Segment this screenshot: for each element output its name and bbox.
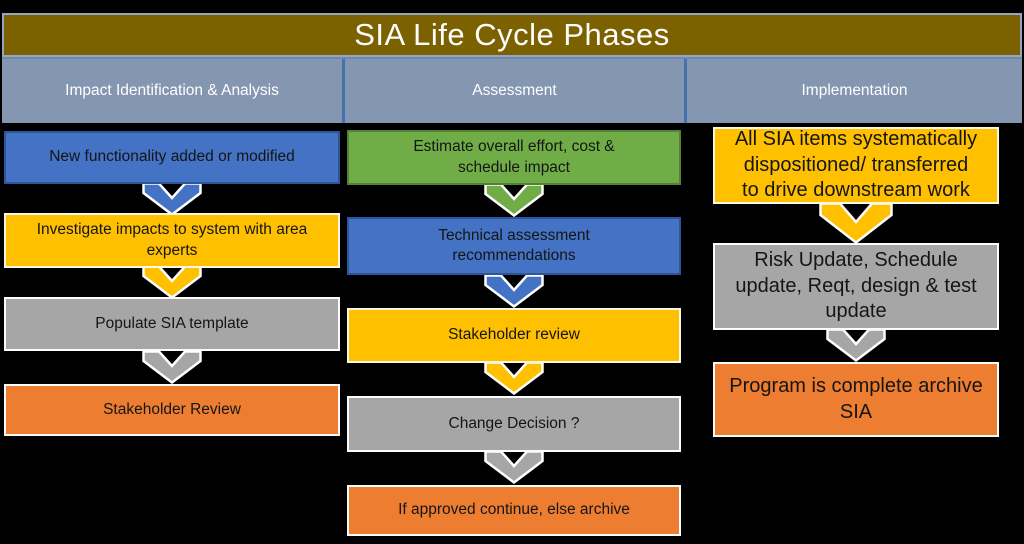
phase-header-assessment: Assessment [345,59,684,123]
title-bar: SIA Life Cycle Phases [2,13,1022,57]
phase-header-label: Impact Identification & Analysis [65,82,279,99]
phase-header-label: Implementation [801,82,908,99]
flow-box-risk-schedule-update: Risk Update, Schedule update, Reqt, desi… [713,243,999,330]
flow-box-investigate-impacts: Investigate impacts to system with area … [4,213,340,268]
down-arrow-icon [142,265,202,299]
flow-box-stakeholder-review-2: Stakeholder review [347,308,681,363]
phase-header-implementation: Implementation [687,59,1022,123]
flow-box-estimate-effort: Estimate overall effort, cost & schedule… [347,130,681,185]
down-arrow-icon [484,183,544,217]
flow-box-technical-assessment: Technical assessment recommendations [347,217,681,275]
flow-box-approved-continue: If approved continue, else archive [347,485,681,536]
down-arrow-icon [142,182,202,216]
phase-header-row: Impact Identification & Analysis Assessm… [2,57,1022,123]
down-arrow-icon [484,361,544,395]
down-arrow-icon [142,350,202,384]
down-arrow-icon [484,274,544,308]
flow-box-program-complete-archive: Program is complete archive SIA [713,362,999,437]
flow-box-stakeholder-review-1: Stakeholder Review [4,384,340,436]
down-arrow-icon [819,202,893,244]
header-divider [342,59,345,123]
flow-box-new-functionality: New functionality added or modified [4,131,340,184]
down-arrow-icon [484,450,544,484]
flow-box-sia-items-dispositioned: All SIA items systematically disposition… [713,127,999,204]
flow-box-change-decision: Change Decision ? [347,396,681,452]
flow-box-populate-template: Populate SIA template [4,297,340,351]
header-divider [684,59,687,123]
phase-header-impact-identification: Impact Identification & Analysis [2,59,342,123]
page-title: SIA Life Cycle Phases [354,17,670,52]
phase-header-label: Assessment [472,82,557,99]
down-arrow-icon [826,328,886,362]
